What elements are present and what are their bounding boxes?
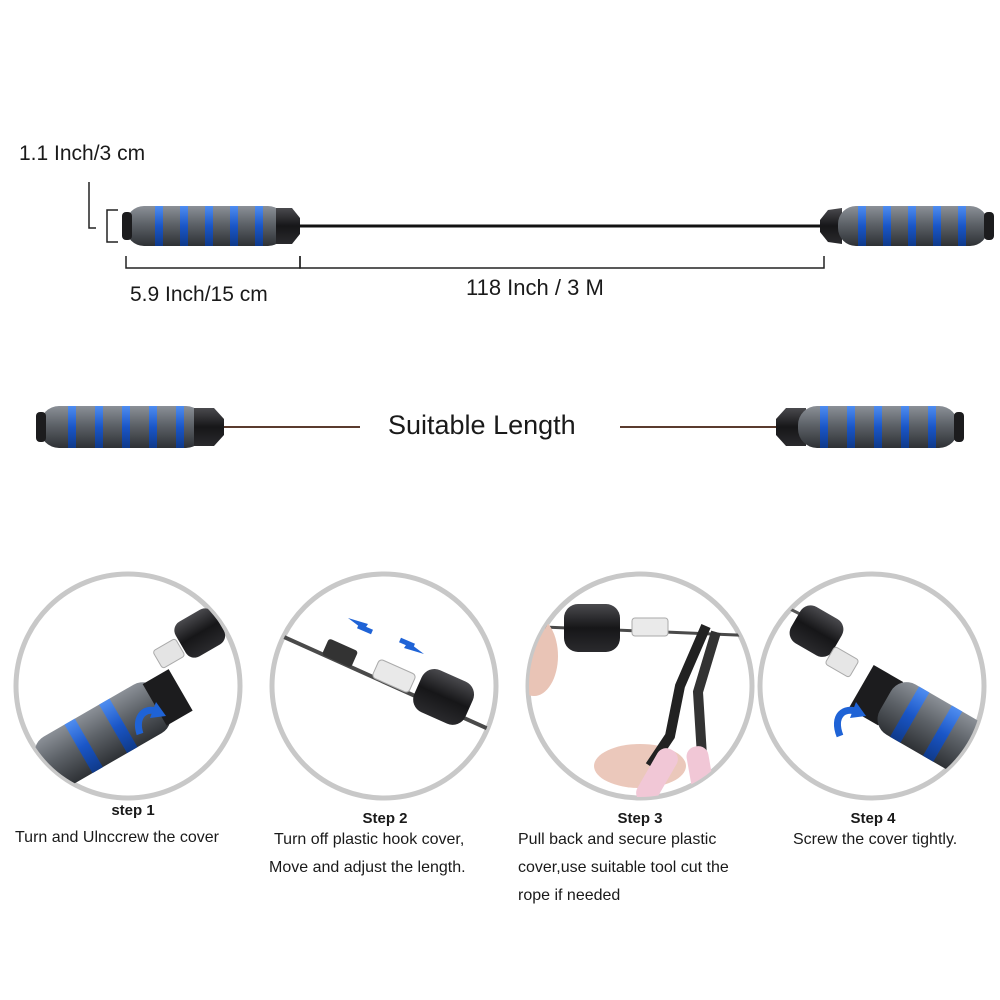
- step-3-line-2: cover,use suitable tool cut the: [518, 859, 729, 876]
- step-2-line-2: Move and adjust the length.: [269, 859, 466, 876]
- step-3-line-1: Pull back and secure plastic: [518, 831, 717, 848]
- step-2-illustration: [269, 571, 499, 801]
- cap-icon: [789, 605, 844, 657]
- double-arrow-icon: [348, 618, 424, 654]
- step-4-illustration: [757, 571, 987, 801]
- suitable-length-label: Suitable Length: [388, 410, 576, 440]
- jump-rope-full-illustration: [88, 182, 994, 269]
- handle-length-label: 5.9 Inch/15 cm: [130, 283, 268, 306]
- cap-icon: [174, 608, 226, 658]
- cap-icon: [413, 668, 475, 725]
- suitable-length-illustration: [36, 406, 964, 448]
- step-3-title: Step 3: [617, 810, 663, 827]
- right-handle-icon: [776, 406, 964, 448]
- rope-length-label: 118 Inch / 3 M: [466, 275, 604, 300]
- step-2-line-1: Turn off plastic hook cover,: [274, 831, 465, 848]
- rotate-arrow-icon: [850, 702, 866, 718]
- handle-diameter-label: 1.1 Inch/3 cm: [19, 142, 146, 165]
- rope-length-bracket: [299, 256, 825, 269]
- rotate-arrow-icon: [150, 702, 166, 718]
- diameter-bracket: [88, 182, 118, 243]
- handle-length-bracket: [125, 256, 301, 269]
- left-handle-icon: [36, 406, 224, 448]
- pliers-icon: [636, 624, 721, 797]
- step-2-title: Step 2: [362, 810, 408, 827]
- step-3-illustration: [525, 571, 755, 801]
- step-3-line-3: rope if needed: [518, 887, 621, 904]
- left-handle-icon: [122, 206, 300, 246]
- step-4-line-1: Screw the cover tightly.: [793, 831, 958, 848]
- right-handle-icon: [820, 206, 994, 246]
- step-1-illustration: [13, 571, 243, 801]
- cap-icon: [564, 604, 620, 652]
- step-1-title: step 1: [111, 802, 155, 819]
- step-1-line-1: Turn and Ulnccrew the cover: [15, 829, 219, 846]
- step-4-title: Step 4: [850, 810, 896, 827]
